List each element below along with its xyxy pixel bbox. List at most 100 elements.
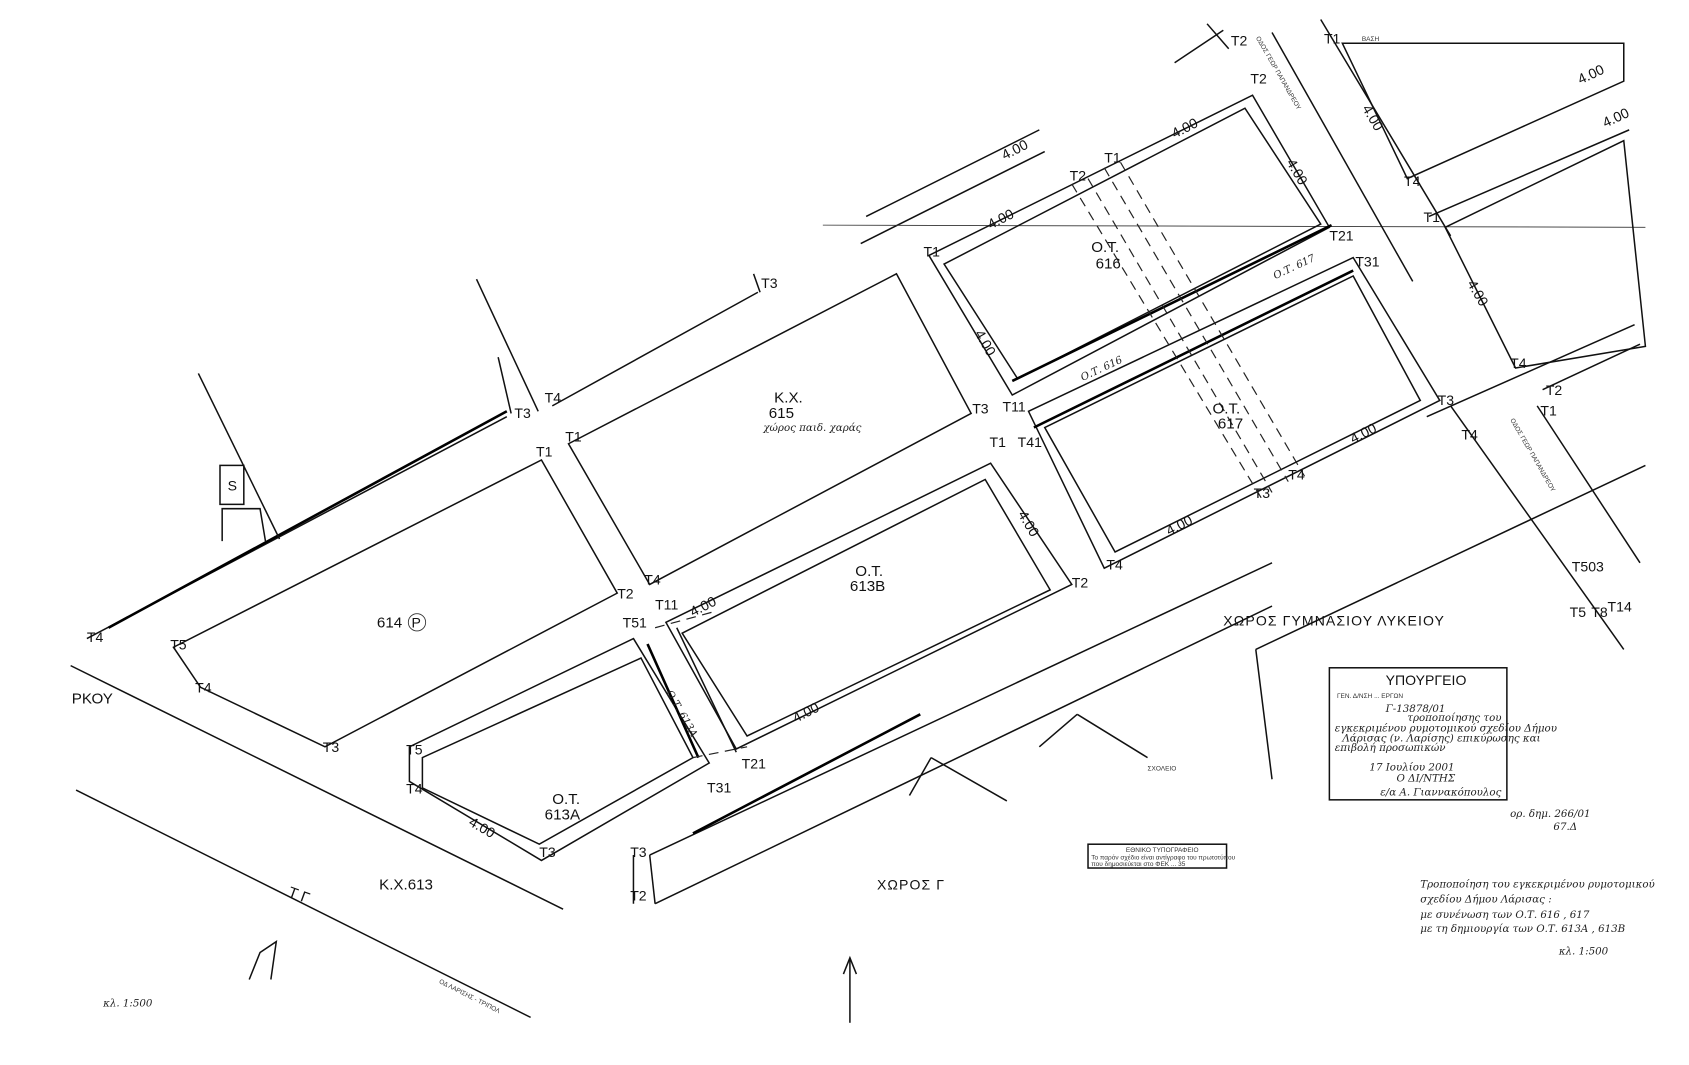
title-line: με τη δημιουργία των Ο.Τ. 613Α , 613Β bbox=[1420, 922, 1625, 935]
label-school: ΣΧΟΛΕΙΟ bbox=[1148, 766, 1177, 773]
stamp-signature: ε/α Α. Γιαννακόπουλος bbox=[1380, 787, 1501, 799]
label-615: 615 bbox=[769, 405, 794, 422]
point-label: T5 bbox=[1570, 604, 1587, 620]
point-label: T2 bbox=[1231, 32, 1248, 48]
point-label: T5 bbox=[170, 636, 187, 652]
label-street-left: ΡΚΟΥ bbox=[72, 691, 113, 708]
dim-label: 4.00 bbox=[1283, 156, 1311, 188]
label-choros-g: ΧΩΡΟΣ Γ bbox=[877, 877, 945, 893]
point-label: T31 bbox=[707, 779, 731, 795]
point-label: T2 bbox=[630, 887, 647, 903]
stamp-ref: Γ-13878/01 bbox=[1385, 703, 1446, 715]
gazette-line: ορ. δημ. 266/01 bbox=[1510, 808, 1590, 820]
label-613B: 613Β bbox=[850, 578, 885, 595]
point-label: T2 bbox=[1546, 382, 1563, 398]
point-label: T41 bbox=[1018, 434, 1042, 450]
point-label: T8 bbox=[1591, 604, 1608, 620]
approval-stamp: ΥΠΟΥΡΓΕΙΟ ΓΕΝ. Δ/ΝΣΗ ... ΕΡΓΩΝ Γ-13878/0… bbox=[1328, 667, 1557, 801]
point-label: T2 bbox=[1072, 575, 1089, 591]
printer-stamp-line: Το παρόν σχέδιο είναι αντίγραφο του πρωτ… bbox=[1091, 853, 1235, 861]
point-label: T3 bbox=[761, 275, 778, 291]
point-label: T4 bbox=[644, 571, 661, 587]
dim-label: 4.00 bbox=[687, 593, 719, 620]
label-kx613: Κ.Χ.613 bbox=[379, 877, 433, 894]
label-s: S bbox=[228, 477, 237, 493]
label-613A: 613Α bbox=[545, 806, 581, 823]
point-label: T1 bbox=[924, 244, 941, 260]
printer-stamp-title: ΕΘΝΙΚΟ ΤΥΠΟΓΡΑΦΕΙΟ bbox=[1126, 847, 1199, 854]
block-613A-outer bbox=[408, 637, 711, 862]
label-613A-ot: Ο.Τ. bbox=[552, 791, 580, 808]
point-label: T503 bbox=[1572, 558, 1604, 574]
street-lines bbox=[70, 19, 1646, 1023]
title-line: Τροποποίηση του εγκεκριμένου ρυμοτομικού bbox=[1420, 878, 1655, 891]
point-label: T3 bbox=[539, 844, 556, 860]
point-label: T31 bbox=[1355, 253, 1379, 269]
point-label: T4 bbox=[195, 680, 212, 696]
point-label: T21 bbox=[1329, 227, 1353, 243]
label-616: 616 bbox=[1096, 255, 1121, 272]
point-label: T51 bbox=[623, 615, 647, 631]
block-615 bbox=[567, 272, 973, 586]
gazette-line: 67.Δ bbox=[1553, 821, 1577, 833]
point-label: T2 bbox=[617, 586, 634, 602]
block-right bbox=[1444, 139, 1647, 369]
scale-label-left: κλ. 1:500 bbox=[102, 998, 153, 1010]
point-label: T4 bbox=[406, 780, 423, 796]
dim-label: 4.00 bbox=[985, 205, 1017, 232]
point-label: T4 bbox=[1404, 173, 1421, 189]
point-label: T4 bbox=[545, 390, 562, 406]
stamp-line: ΓΕΝ. Δ/ΝΣΗ ... ΕΡΓΩΝ bbox=[1337, 693, 1403, 700]
stamp-line: εγκεκριμένου ρυμοτομικού σχεδίου Δήμου bbox=[1335, 722, 1557, 735]
block-labels: 614 P Κ.Χ. 615 χώρος παιδ. χαράς Ο.Τ. 61… bbox=[377, 239, 1317, 893]
point-label: T3 bbox=[972, 400, 989, 416]
label-gymnasium-area: ΧΩΡΟΣ ΓΥΜΝΑΣΙΟΥ ΛΥΚΕΙΟΥ bbox=[1223, 613, 1445, 629]
point-label: T1 bbox=[565, 429, 582, 445]
block-613B-outer bbox=[664, 462, 1073, 750]
point-label: T14 bbox=[1608, 599, 1632, 615]
point-label: T4 bbox=[1288, 466, 1305, 482]
printer-stamp-line: που δημοσιεύεται στο ΦΕΚ ... 35 bbox=[1091, 860, 1185, 868]
block-617-outer bbox=[1027, 256, 1441, 570]
block-613A-inner bbox=[421, 657, 694, 846]
stamp-line: τροποποίησης του bbox=[1407, 711, 1501, 724]
block-617-inner bbox=[1043, 274, 1422, 553]
label-615-kx: Κ.Χ. bbox=[774, 390, 803, 407]
dim-label: 4.00 bbox=[1163, 512, 1195, 539]
label-617-ot: Ο.Τ. bbox=[1212, 400, 1240, 417]
point-label: T11 bbox=[655, 596, 678, 612]
point-label: T2 bbox=[1070, 168, 1087, 184]
dim-label: 4.00 bbox=[1464, 277, 1492, 309]
point-label: T3 bbox=[323, 739, 340, 755]
block-topright bbox=[1341, 42, 1625, 180]
label-616-ot: Ο.Τ. bbox=[1091, 239, 1119, 256]
point-label: T11 bbox=[1003, 398, 1026, 414]
stamp-date: 17 Ιουλίου 2001 bbox=[1369, 761, 1454, 774]
point-label: T3 bbox=[630, 844, 647, 860]
point-label: T1 bbox=[1424, 209, 1441, 225]
label-615-note: χώρος παιδ. χαράς bbox=[762, 422, 861, 434]
point-label: T1 bbox=[990, 434, 1007, 450]
point-label: T1 bbox=[1324, 30, 1341, 46]
symbol-p-circle bbox=[407, 613, 427, 632]
stamp-line: Λάρισας (ν. Λαρίσης) επικύρωσης και bbox=[1341, 731, 1540, 744]
point-label: T4 bbox=[1106, 556, 1123, 572]
point-labels: T2 T2 T1 T4 T1 T4 T2 T1 T4 T1 T2 T1 T21 … bbox=[87, 30, 1632, 903]
label-614: 614 bbox=[377, 615, 402, 632]
block-614 bbox=[172, 458, 619, 748]
dim-label: 4.00 bbox=[1575, 61, 1607, 87]
label-basi: ΒΑΣΗ bbox=[1362, 36, 1380, 43]
point-label: T4 bbox=[87, 629, 104, 645]
point-label: T1 bbox=[1540, 403, 1557, 419]
dim-label: 4.00 bbox=[1600, 104, 1632, 130]
dim-label: 4.00 bbox=[972, 327, 1000, 359]
title-line: σχεδίου Δήμου Λάρισας : bbox=[1420, 893, 1551, 906]
point-label: T3 bbox=[1254, 485, 1271, 501]
stamp-director: Ο ΔΙ/ΝΤΗΣ bbox=[1396, 772, 1455, 784]
label-street-bottom: ΟΔ ΛΑΡΙΣΗΣ - ΤΡΙΠΟΛ bbox=[438, 978, 502, 1015]
dim-label: 4.00 bbox=[999, 136, 1031, 163]
dashed-lines bbox=[654, 162, 1305, 759]
dim-label: 4.00 bbox=[1169, 114, 1201, 141]
label-614-mark: P bbox=[412, 615, 421, 631]
stamp-line: επιβολή προσωπικών bbox=[1335, 741, 1446, 754]
